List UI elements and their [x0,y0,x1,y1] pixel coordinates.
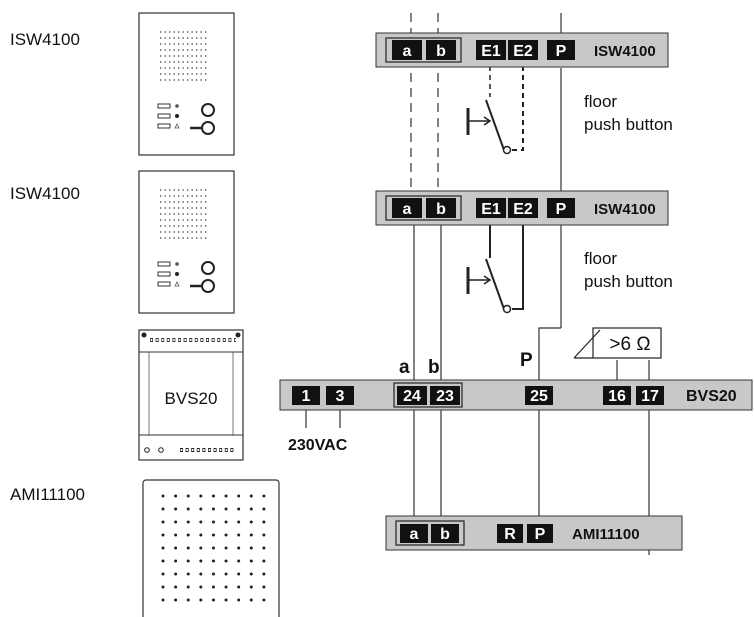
power-label: 230VAC [288,437,348,454]
terminal-16: 16 [608,388,626,405]
led-indicators-mid [157,261,180,287]
terminal-p: P [535,526,546,543]
terminal-b: b [436,43,446,60]
device-label-ami: AMI11100 [10,485,85,504]
terminal-p: P [556,43,567,60]
resistance-indicator: >6 Ω [573,327,662,359]
resistance-label: >6 Ω [609,334,650,355]
bar-label-ami: AMI11100 [572,526,640,543]
floor-push-button-2 [466,224,524,314]
terminal-e2: E2 [513,43,533,60]
bvs20-module: BVS20 [138,329,244,461]
talk-button-mid [201,279,215,293]
call-button-top [201,103,215,117]
floor-push-button-1 [466,66,524,155]
wire-label-a: a [399,357,410,378]
floor-label-1: floor [584,92,617,111]
terminal-25: 25 [530,388,548,405]
terminal-23: 23 [436,388,454,405]
device-label-isw-mid: ISW4100 [10,184,80,203]
terminal-3: 3 [336,388,345,405]
device-label-isw-top: ISW4100 [10,30,80,49]
isw4100-station-top [138,12,235,156]
talk-button-top [201,121,215,135]
terminal-b: b [440,526,450,543]
call-button-mid [201,261,215,275]
terminal-e2: E2 [513,201,533,218]
push-button-label-2: push button [584,272,673,291]
terminal-b: b [436,201,446,218]
bar-label-isw1: ISW4100 [594,43,656,60]
terminal-e1: E1 [481,201,501,218]
isw4100-terminal-bar-2: a b E1 E2 P ISW4100 [375,190,669,226]
terminal-a: a [403,43,412,60]
terminal-a: a [410,526,419,543]
floor-label-2: floor [584,249,617,268]
push-button-label-1: push button [584,115,673,134]
terminal-e1: E1 [481,43,501,60]
terminal-a: a [403,201,412,218]
bvs20-terminal-bar: 1 3 24 23 25 16 17 BVS20 [279,379,753,411]
terminal-17: 17 [641,388,659,405]
isw4100-terminal-bar-1: a b E1 E2 P ISW4100 [375,32,669,68]
wire-label-p: P [520,350,533,371]
wire-label-b: b [428,357,440,378]
terminal-p: P [556,201,567,218]
bar-label-bvs: BVS20 [686,388,737,405]
bar-label-isw2: ISW4100 [594,201,656,218]
terminal-24: 24 [403,388,421,405]
bvs-module-label: BVS20 [165,389,218,408]
ami11100-terminal-bar: a b R P AMI11100 [385,515,683,551]
ami11100-speaker [142,479,280,617]
isw4100-station-mid [138,170,235,314]
terminal-r: R [504,526,516,543]
speaker-dots [161,494,266,602]
terminal-1: 1 [302,388,311,405]
led-indicators-top [157,103,180,129]
